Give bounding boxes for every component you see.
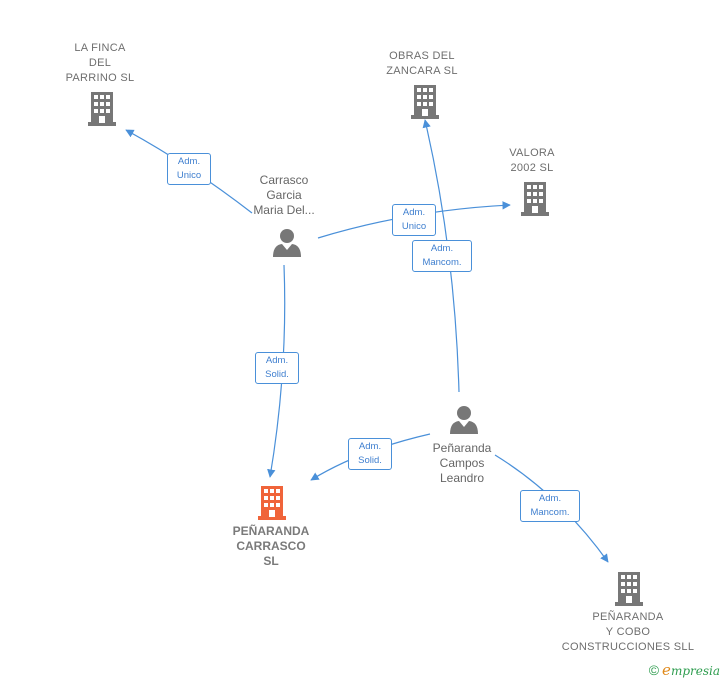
node-label-penaranda-leandro[interactable]: Peñaranda Campos Leandro: [412, 441, 512, 486]
copyright-icon: ©: [648, 662, 660, 678]
building-icon[interactable]: [613, 572, 645, 606]
label-line: Peñaranda: [432, 441, 492, 455]
edge-label-line: Adm.: [402, 207, 426, 218]
edge-label-line: Solid.: [265, 369, 289, 380]
label-line: VALORA: [509, 147, 555, 159]
edge-label-line: Adm.: [430, 243, 454, 254]
label-line: DEL: [88, 57, 112, 69]
building-icon[interactable]: [519, 182, 551, 216]
edge-label-adm-unico-la-finca[interactable]: Adm. Unico: [167, 153, 211, 185]
edge-label-line: Unico: [401, 221, 427, 232]
node-label-la-finca[interactable]: LA FINCA DEL PARRINO SL: [50, 41, 150, 86]
building-icon[interactable]: [409, 85, 441, 119]
label-line: OBRAS DEL: [389, 50, 455, 62]
node-label-penaranda-carrasco[interactable]: PEÑARANDA CARRASCO SL: [211, 524, 331, 569]
building-icon[interactable]: [86, 92, 118, 126]
node-label-obras[interactable]: OBRAS DEL ZANCARA SL: [372, 49, 472, 79]
edge-label-adm-solid-carrasco[interactable]: Adm. Solid.: [255, 352, 299, 384]
edge-label-line: Mancom.: [530, 507, 570, 518]
edge-label-adm-mancom-cobo[interactable]: Adm. Mancom.: [520, 490, 580, 522]
edge-label-line: Adm.: [358, 441, 382, 452]
edge-label-adm-mancom-obras[interactable]: Adm. Mancom.: [412, 240, 472, 272]
edge-label-line: Mancom.: [422, 257, 462, 268]
edge-label-line: Unico: [176, 170, 202, 181]
label-line: Campos: [439, 456, 485, 470]
node-label-penaranda-cobo[interactable]: PEÑARANDA Y COBO CONSTRUCCIONES SLL: [553, 610, 703, 655]
edge-label-adm-unico-valora[interactable]: Adm. Unico: [392, 204, 436, 236]
label-line: Leandro: [439, 471, 485, 485]
person-icon[interactable]: [449, 405, 479, 435]
label-line: SL: [263, 554, 279, 568]
edge-label-line: Adm.: [538, 493, 562, 504]
label-line: LA FINCA: [74, 42, 126, 54]
label-line: Carrasco: [259, 173, 309, 187]
label-line: 2002 SL: [510, 162, 554, 174]
label-line: CONSTRUCCIONES SLL: [561, 641, 695, 653]
label-line: ZANCARA SL: [386, 65, 458, 77]
label-line: CARRASCO: [236, 539, 306, 553]
edge-label-adm-solid-leandro[interactable]: Adm. Solid.: [348, 438, 392, 470]
edge-label-line: Adm.: [177, 156, 201, 167]
label-line: Y COBO: [605, 626, 651, 638]
label-line: PEÑARANDA: [232, 524, 310, 538]
edge-label-line: Adm.: [265, 355, 289, 366]
node-label-carrasco[interactable]: Carrasco Garcia Maria Del...: [234, 173, 334, 218]
node-label-valora[interactable]: VALORA 2002 SL: [492, 146, 572, 176]
label-line: PARRINO SL: [65, 72, 135, 84]
person-icon[interactable]: [272, 228, 302, 258]
brand-initial: e: [662, 661, 671, 679]
label-line: PEÑARANDA: [592, 611, 664, 623]
building-icon-highlight[interactable]: [256, 486, 288, 520]
label-line: Garcia: [266, 188, 302, 202]
edge-label-line: Solid.: [358, 455, 382, 466]
empresia-logo[interactable]: ©empresia: [649, 661, 720, 679]
label-line: Maria Del...: [253, 203, 315, 217]
brand-name: mpresia: [670, 664, 720, 678]
